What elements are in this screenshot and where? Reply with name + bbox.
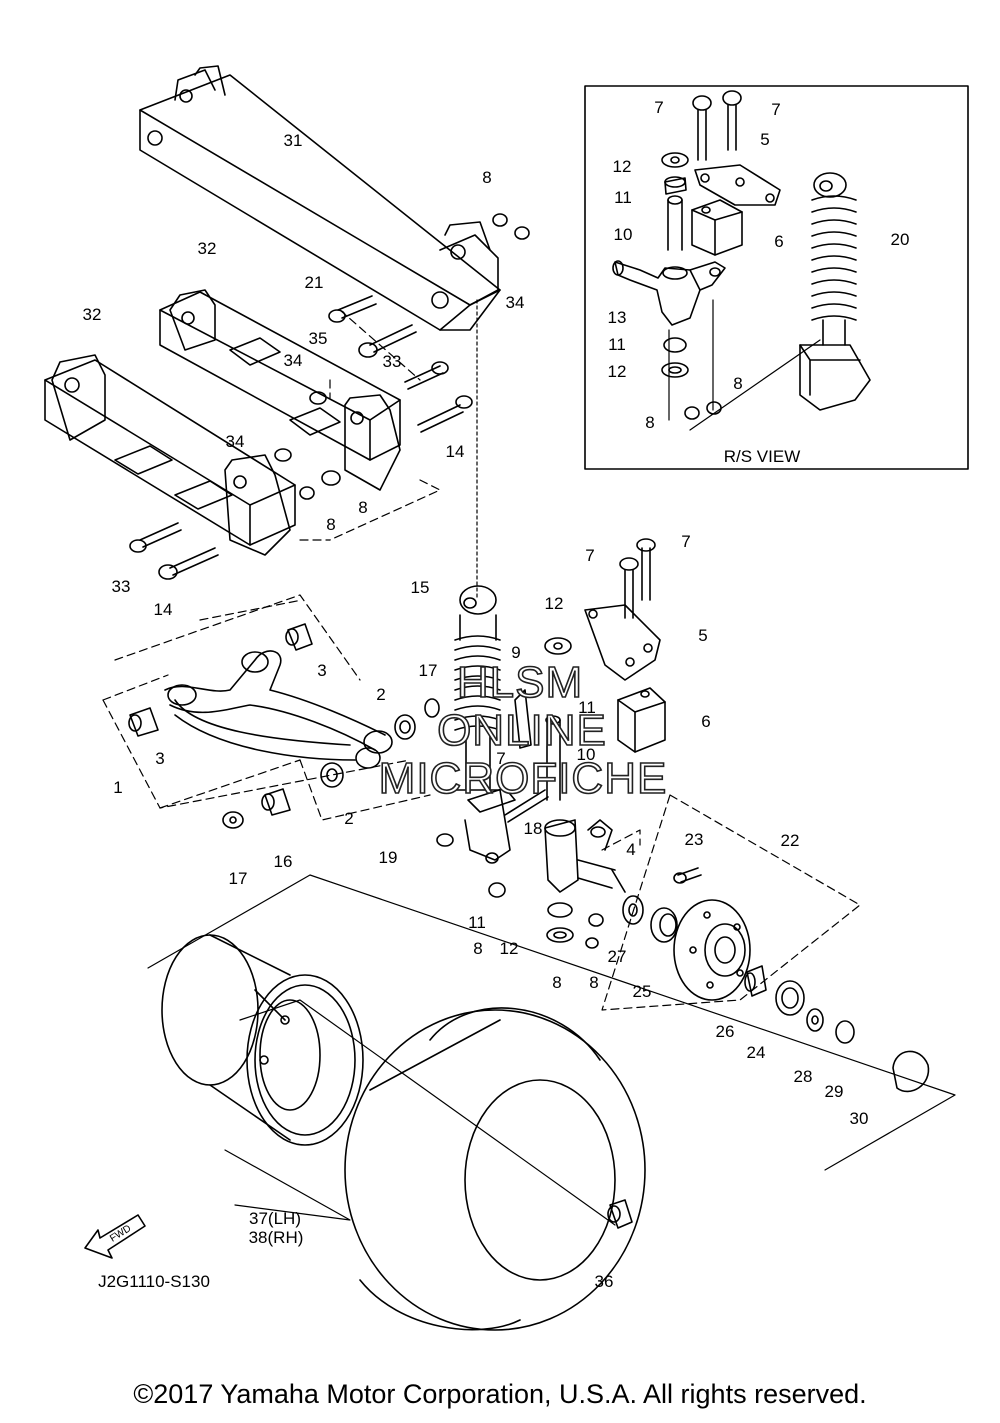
callout: 17: [229, 869, 248, 888]
callout: 34: [506, 293, 525, 312]
callout: 32: [83, 305, 102, 324]
inset-callout: 13: [608, 308, 627, 327]
callout: 18: [524, 819, 543, 838]
callout: 34: [284, 351, 303, 370]
callout: 27: [608, 947, 627, 966]
callout: 36: [595, 1272, 614, 1291]
watermark-line-2: ONLINE: [437, 706, 607, 755]
callout-labels: 31 8 32 21 34 32 35 33 34 14 34 8 8 33 1…: [83, 98, 910, 1291]
callout: 28: [794, 1067, 813, 1086]
tire: [344, 1007, 646, 1331]
callout: 22: [781, 831, 800, 850]
callout: 33: [383, 352, 402, 371]
callout: 33: [112, 577, 131, 596]
callout: 8: [326, 515, 335, 534]
inset-frame: [584, 85, 969, 470]
callout: 37(LH): [249, 1209, 301, 1228]
bracket-32-lower: [44, 354, 296, 556]
lug-nut-36: [607, 1199, 633, 1229]
callout: 30: [850, 1109, 869, 1128]
callout: 14: [154, 600, 173, 619]
inset-parts: [612, 90, 871, 420]
callout: 2: [344, 809, 353, 828]
callout: 14: [446, 442, 465, 461]
callout: 38(RH): [249, 1228, 304, 1247]
callout: 12: [545, 594, 564, 613]
wheel-group-lines: [147, 299, 956, 1226]
inset-callout: 7: [771, 100, 780, 119]
inset-callout: 11: [608, 335, 626, 354]
callout: 1: [113, 778, 122, 797]
callout: 11: [578, 698, 596, 717]
callout: 35: [309, 329, 328, 348]
callout: 9: [511, 643, 520, 662]
callout: 24: [747, 1043, 766, 1062]
bushings: [128, 623, 440, 829]
cross-member-31: [139, 65, 501, 331]
callout: 12: [500, 939, 519, 958]
callout: 8: [589, 973, 598, 992]
callout: 8: [552, 973, 561, 992]
callout: 19: [379, 848, 398, 867]
callout: 8: [358, 498, 367, 517]
shock-absorber-15: [454, 585, 511, 864]
callout: 11: [468, 913, 486, 932]
fasteners-upper: [129, 213, 530, 580]
callout: 4: [626, 840, 635, 859]
watermark-line-1: HLSM: [457, 658, 583, 707]
callout: 29: [825, 1082, 844, 1101]
callout: 2: [376, 685, 385, 704]
callout: 26: [716, 1022, 735, 1041]
callout: 32: [198, 239, 217, 258]
watermark: HLSM ONLINE MICROFICHE: [378, 657, 668, 804]
inset-callout: 12: [608, 362, 627, 381]
wheel-rim-37-38: [161, 934, 364, 1146]
fwd-arrow-icon: [84, 1214, 146, 1259]
bracket-32-upper: [159, 289, 401, 491]
inset-callout: 5: [760, 130, 769, 149]
inset-callout: 11: [614, 188, 632, 207]
inset-view-label: R/S VIEW: [724, 447, 801, 466]
callout: 23: [685, 830, 704, 849]
callout: 5: [698, 626, 707, 645]
a-arm-1: [164, 650, 393, 769]
callout: 25: [633, 982, 652, 1001]
inset-callout: 8: [645, 413, 654, 432]
callout: 16: [274, 852, 293, 871]
copyright-notice: ©2017 Yamaha Motor Corporation, U.S.A. A…: [133, 1379, 867, 1409]
inset-callout: 10: [614, 225, 633, 244]
callout: 6: [701, 712, 710, 731]
callout: 10: [577, 745, 596, 764]
callout: 8: [473, 939, 482, 958]
callout: 31: [284, 131, 303, 150]
callout: 7: [585, 546, 594, 565]
inset-callout: 12: [613, 157, 632, 176]
inset-callout: 8: [733, 374, 742, 393]
callout: 7: [681, 532, 690, 551]
watermark-line-3: MICROFICHE: [379, 754, 668, 803]
steering-knuckle-main: [436, 538, 666, 949]
inset-callout: 20: [891, 230, 910, 249]
callout: 34: [226, 432, 245, 451]
inset-callout: 7: [654, 98, 663, 117]
callout: 8: [482, 168, 491, 187]
callout: 7: [496, 749, 505, 768]
callout: 15: [411, 578, 430, 597]
callout: 3: [155, 749, 164, 768]
inset-callout: 6: [774, 232, 783, 251]
callout: 17: [419, 661, 438, 680]
hub-assembly-22: [622, 867, 930, 1093]
callout: 21: [305, 273, 324, 292]
part-code: J2G1110-S130: [98, 1272, 210, 1291]
callout: 3: [317, 661, 326, 680]
